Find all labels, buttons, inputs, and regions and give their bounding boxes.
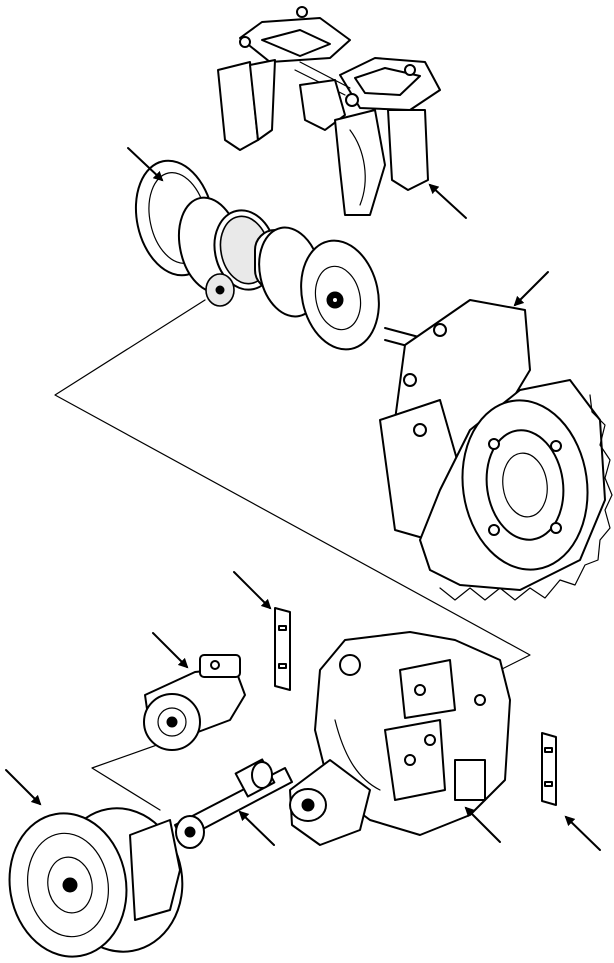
connector-lines: [54, 299, 531, 811]
callout-arrow-flywheel: [5, 769, 42, 806]
callout-arrow-shim-left: [233, 571, 272, 610]
callout-arrow-final-drive: [513, 271, 549, 307]
flywheel-coupling: [8, 807, 184, 958]
final-drive-sprocket-housing: [379, 299, 613, 601]
callout-arrow-hydraulic-pump: [152, 632, 189, 669]
shim-plate-right: [541, 732, 557, 806]
drive-shaft-coupling: [174, 758, 293, 849]
callout-arrow-shim-right: [564, 815, 601, 851]
shifter-fork-assembly: [217, 6, 441, 216]
transmission-clutch-pack: [134, 159, 380, 351]
shim-plate-left: [274, 607, 291, 691]
hydraulic-pump: [143, 654, 246, 751]
callout-arrow-control-housing: [464, 806, 501, 843]
callout-arrow-drive-shaft: [238, 810, 275, 846]
callout-arrow-clutch-pack: [127, 147, 164, 182]
callout-arrow-shifter-forks: [428, 183, 467, 219]
transmission-control-housing: [289, 631, 511, 846]
callout-arrows: [5, 147, 601, 851]
